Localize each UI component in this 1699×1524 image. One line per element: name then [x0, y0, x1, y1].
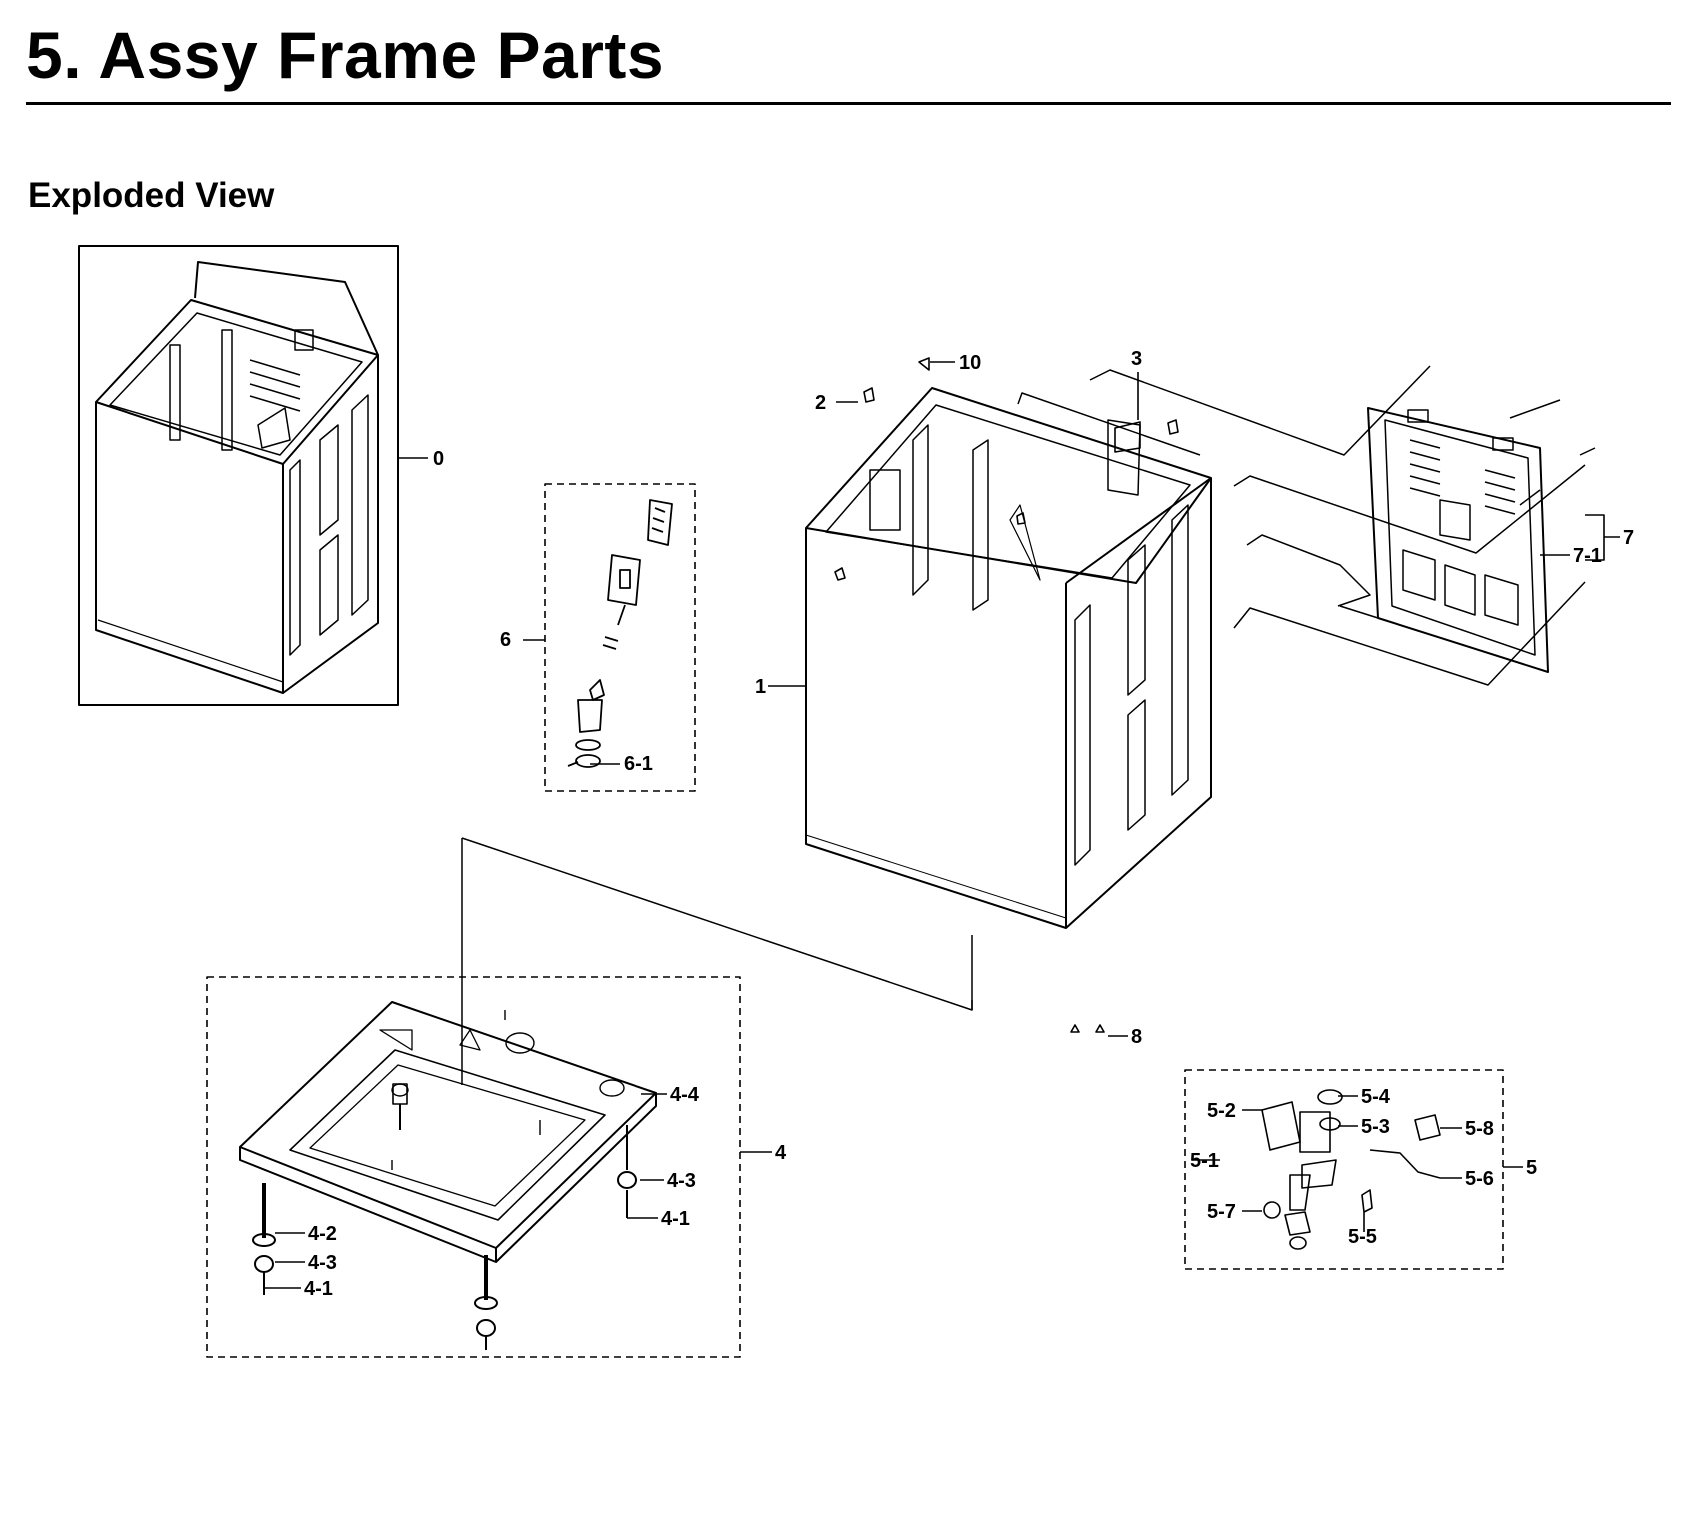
main-cabinet-drawing [805, 387, 1212, 929]
callout-6: 6 [500, 629, 511, 651]
back-panel-drawing [1367, 407, 1549, 673]
part-6-group-box [544, 483, 696, 792]
callout-4-4: 4-4 [670, 1084, 700, 1106]
callout-5-2: 5-2 [1207, 1100, 1236, 1122]
callout-7-1: 7-1 [1573, 545, 1602, 567]
callout-4: 4 [775, 1142, 787, 1164]
hose-assembly-drawing [567, 499, 673, 768]
part-5-group-box [1184, 1069, 1504, 1270]
section-subtitle: Exploded View [28, 176, 275, 215]
callout-0: 0 [433, 448, 444, 470]
callout-4-1-right: 4-1 [661, 1208, 690, 1230]
title-underline [26, 102, 1671, 105]
callout-3: 3 [1131, 348, 1142, 370]
callout-2: 2 [815, 392, 826, 414]
small-parts-drawing [834, 357, 1179, 1033]
callout-1: 1 [755, 676, 766, 698]
callout-labels: 0 6 6-1 1 2 10 3 7 7-1 8 4 4-4 4-3 4-1 4… [304, 348, 1634, 1300]
callout-5-3: 5-3 [1361, 1116, 1390, 1138]
callout-5-5: 5-5 [1348, 1226, 1377, 1248]
base-frame-drawing [239, 1001, 657, 1350]
callout-6-1: 6-1 [624, 753, 653, 775]
callout-5-6: 5-6 [1465, 1168, 1494, 1190]
callout-5-7: 5-7 [1207, 1201, 1236, 1223]
callout-4-3-right: 4-3 [667, 1170, 696, 1192]
leader-lines [264, 361, 1620, 1289]
water-valve-drawing [1261, 1089, 1441, 1250]
callout-5-4: 5-4 [1361, 1086, 1391, 1108]
assembly-alignment-lines [461, 365, 1596, 1085]
callout-5: 5 [1526, 1157, 1537, 1179]
callout-4-2: 4-2 [308, 1223, 337, 1245]
screw-10 [918, 357, 930, 371]
callout-4-1-left: 4-1 [304, 1278, 333, 1300]
callout-5-1: 5-1 [1190, 1150, 1219, 1172]
callout-5-8: 5-8 [1465, 1118, 1494, 1140]
part-3-bracket [1114, 421, 1141, 453]
assembled-cabinet-drawing [78, 245, 399, 706]
screws-8 [1070, 1024, 1105, 1033]
callout-10: 10 [959, 352, 981, 374]
page-title: 5. Assy Frame Parts [26, 18, 665, 92]
part-4-group-box [206, 976, 741, 1358]
screw-2 [863, 387, 875, 403]
callout-4-3-left: 4-3 [308, 1252, 337, 1274]
callout-8: 8 [1131, 1026, 1142, 1048]
callout-7: 7 [1623, 527, 1634, 549]
